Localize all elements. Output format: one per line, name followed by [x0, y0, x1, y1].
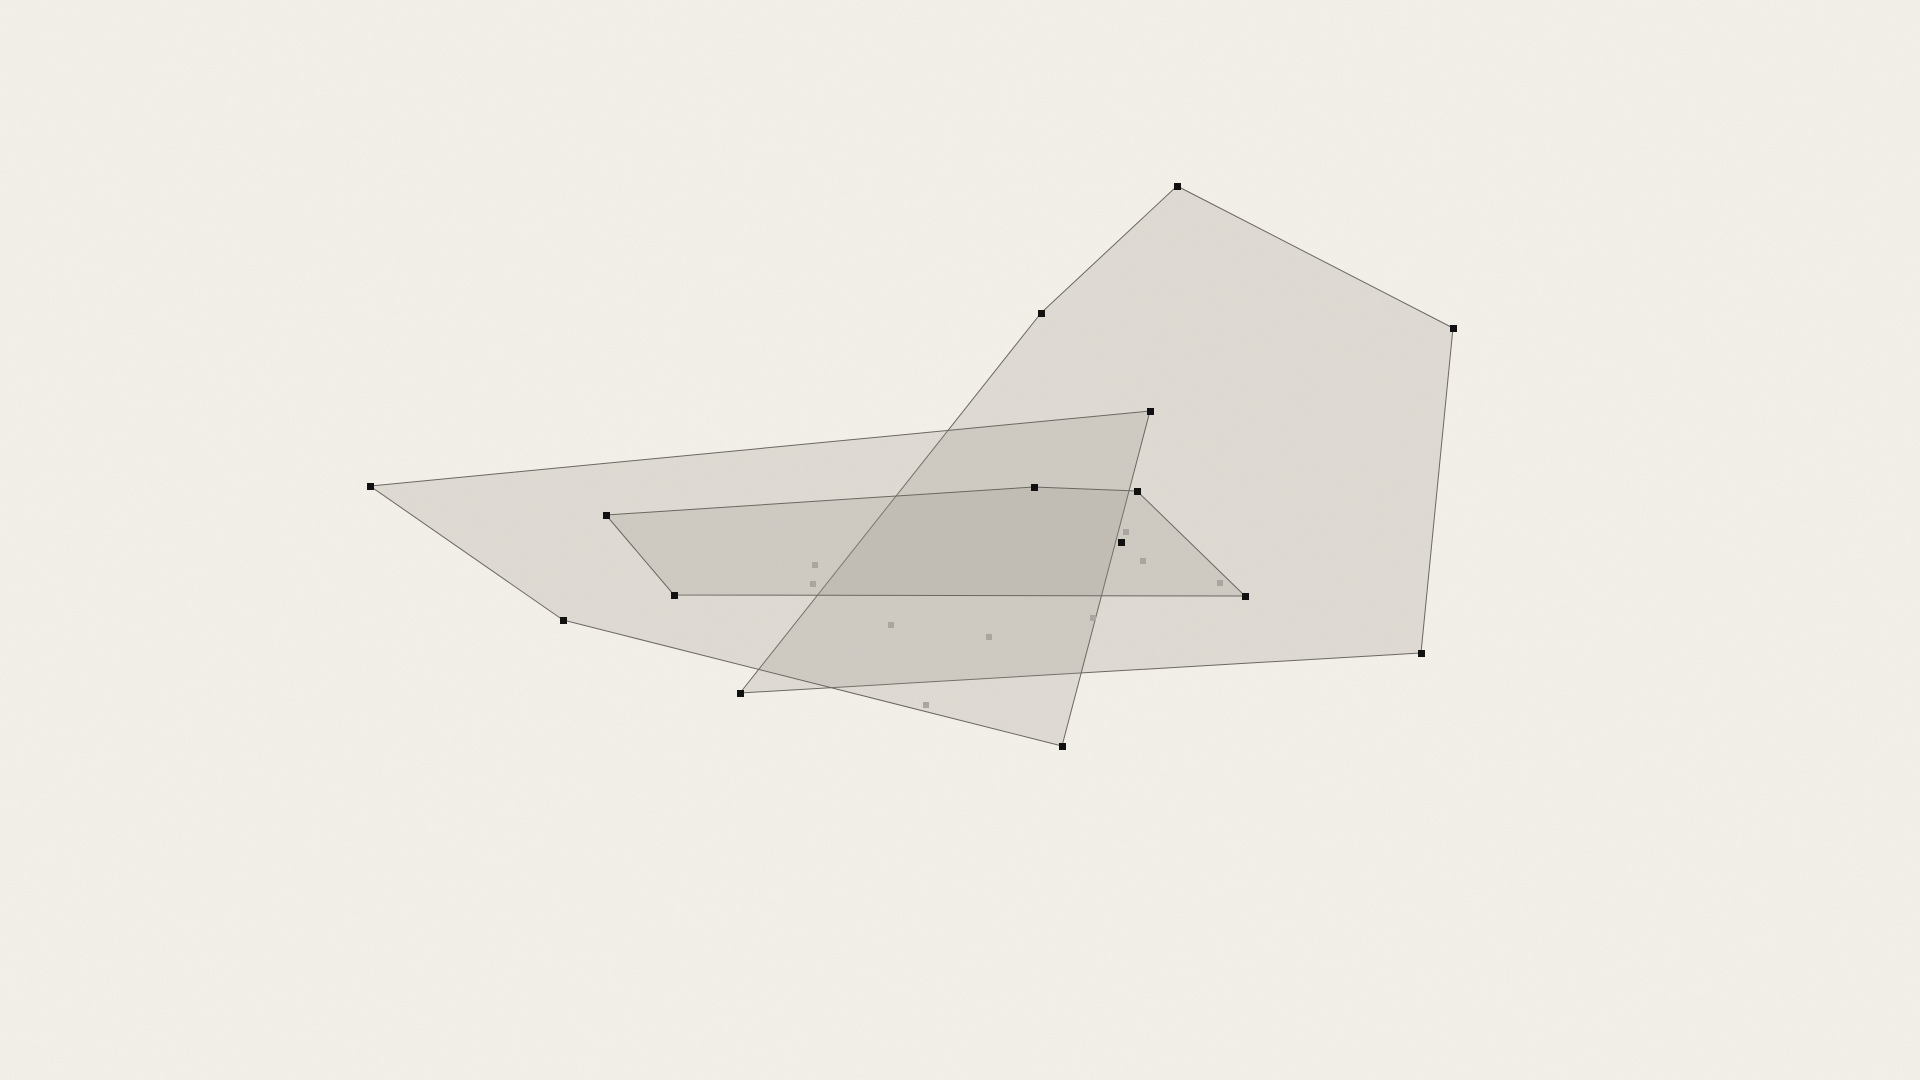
vertex-handle[interactable]	[1418, 650, 1425, 657]
vertex-handle[interactable]	[1038, 310, 1045, 317]
vertex-handle[interactable]	[1242, 593, 1249, 600]
vertex-handles[interactable]	[367, 183, 1457, 750]
vertex-handle[interactable]	[1118, 539, 1125, 546]
vertex-handle[interactable]	[671, 592, 678, 599]
interior-point	[1123, 529, 1129, 535]
interior-point	[1217, 580, 1223, 586]
interior-point	[888, 622, 894, 628]
vertex-handle[interactable]	[1134, 488, 1141, 495]
vertex-handle[interactable]	[1147, 408, 1154, 415]
vertex-handle[interactable]	[1450, 325, 1457, 332]
interior-point	[1140, 558, 1146, 564]
vertex-handle[interactable]	[560, 617, 567, 624]
polygon-large[interactable]	[739, 185, 1454, 694]
polygon-trapezoid[interactable]	[605, 486, 1246, 597]
vertex-handle[interactable]	[603, 512, 610, 519]
vertex-handle[interactable]	[1031, 484, 1038, 491]
interior-point	[810, 581, 816, 587]
vertex-handle[interactable]	[1174, 183, 1181, 190]
vertex-handle[interactable]	[1059, 743, 1066, 750]
interior-points	[810, 529, 1223, 708]
interior-point	[1090, 615, 1096, 621]
interior-point	[923, 702, 929, 708]
vertex-handle[interactable]	[367, 483, 374, 490]
vertex-handle[interactable]	[737, 690, 744, 697]
interior-point	[812, 562, 818, 568]
interior-point	[986, 634, 992, 640]
